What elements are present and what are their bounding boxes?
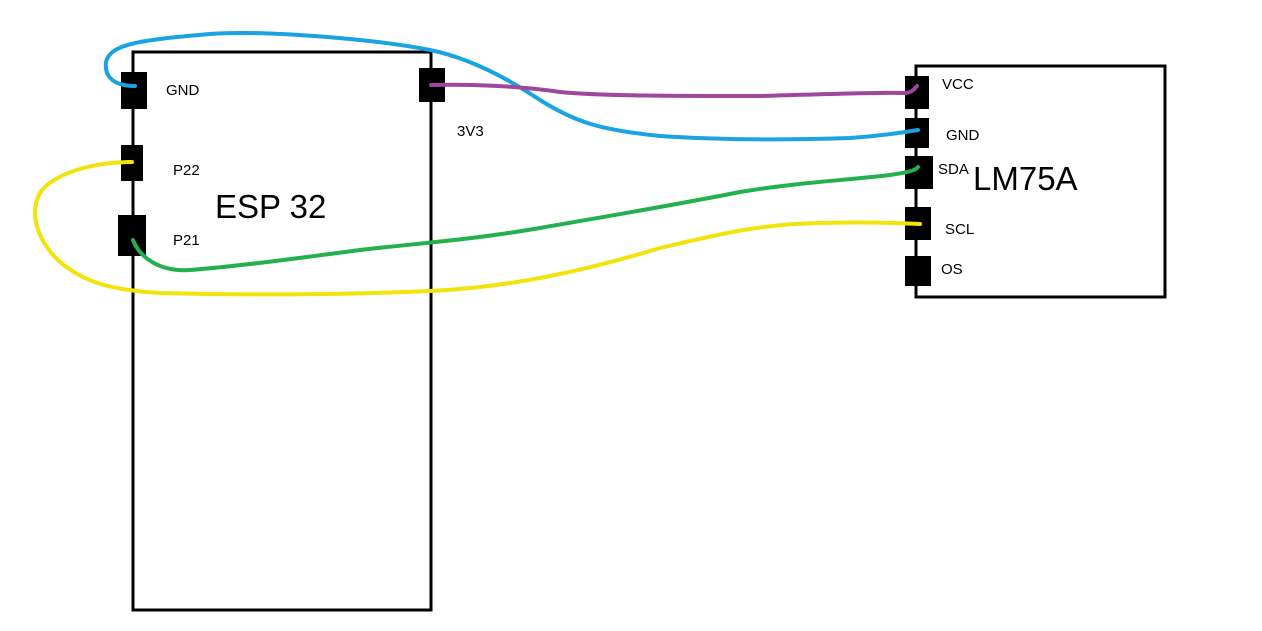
lm75a-label-sda: SDA (938, 161, 969, 178)
esp32-label-p21: P21 (173, 232, 200, 249)
lm75a-title: LM75A (973, 160, 1078, 197)
esp32-pin-p21 (118, 215, 146, 256)
esp32-label-3v3: 3V3 (457, 123, 484, 140)
wire-sda (131, 165, 920, 273)
wire-gnd (103, 31, 920, 142)
lm75a-label-scl: SCL (945, 221, 974, 238)
lm75a-label-os: OS (941, 261, 963, 278)
esp32-label-gnd: GND (166, 82, 200, 99)
esp32-title: ESP 32 (215, 188, 326, 225)
wire-scl (33, 160, 922, 297)
esp32-board (131, 50, 433, 612)
lm75a-pin-os (905, 256, 931, 286)
lm75a-label-vcc: VCC (942, 76, 974, 93)
esp32-pin-gnd (121, 72, 147, 109)
wire-power (429, 82, 919, 99)
lm75a-label-gnd: GND (946, 127, 980, 144)
esp32-label-p22: P22 (173, 162, 200, 179)
